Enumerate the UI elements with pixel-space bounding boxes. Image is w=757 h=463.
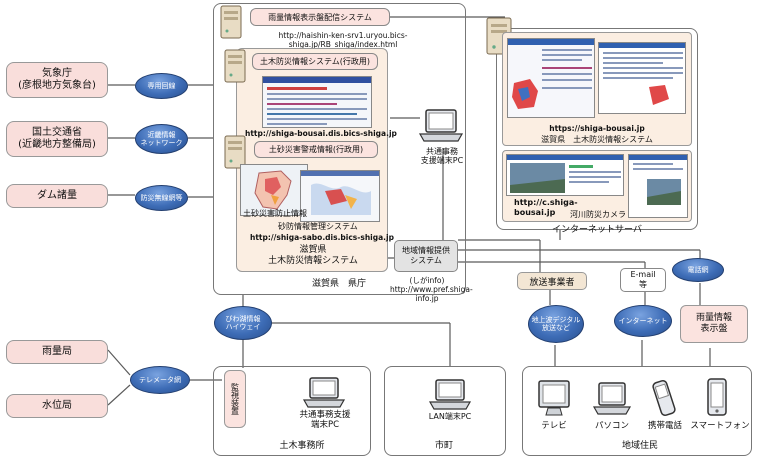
broadcaster-box: 放送事業者 — [517, 272, 587, 290]
laptop-icon — [592, 380, 632, 418]
disaster-radio-network: 防災無線網等 — [135, 185, 188, 211]
city-pc-label: LAN端末PC — [428, 412, 472, 421]
rain-info-display-panel: 雨量情報 表示盤 — [680, 305, 748, 343]
jma-source: 気象庁 (彦根地方気象台) — [6, 62, 108, 98]
smartphone-label: スマートフォン — [690, 421, 750, 431]
mlit-source: 国土交通省 (近畿地方整備局) — [6, 121, 108, 157]
dam-source: ダム諸量 — [6, 184, 108, 208]
dedicated-line-network: 専用回線 — [135, 73, 188, 99]
residents-label: 地域住民 — [621, 441, 658, 451]
laptop-icon — [302, 376, 346, 410]
portal-name: 滋賀県 土木防災情報システム — [541, 135, 653, 144]
portal-screenshot-list — [598, 42, 686, 114]
server-icon — [222, 48, 248, 84]
sabo-mgmt-label: 砂防情報管理システム — [278, 222, 358, 231]
residents-group — [522, 366, 752, 456]
smartphone-icon — [704, 376, 730, 420]
telemeter-network: テレメータ網 — [130, 366, 190, 394]
civil-office-label: 土木事務所 — [279, 441, 325, 451]
shared-pc-label: 共通事務 支援端末PC — [420, 147, 464, 165]
pref-office-label: 滋賀県 県庁 — [312, 279, 367, 289]
doboku-screenshot — [262, 76, 372, 128]
server-icon — [222, 134, 248, 170]
civil-pc-label: 共通事務支援 端末PC — [299, 410, 351, 430]
camera-screenshot-mobile — [628, 154, 688, 218]
email-box: E-mail 等 — [620, 268, 666, 292]
portal-screenshot-main — [507, 38, 595, 118]
laptop-icon — [428, 378, 472, 412]
sabo-map-screenshot — [240, 164, 308, 216]
mobile-label: 携帯電話 — [647, 421, 682, 431]
sabo-map-label: 土砂災害防止情報 — [243, 209, 307, 218]
sabo-mgmt-screenshot — [300, 170, 380, 222]
prefectural-office-group — [213, 3, 466, 295]
doboku-url: http://shiga-bousai.dis.bics-shiga.jp — [245, 129, 397, 138]
water-station: 水位局 — [6, 394, 108, 418]
pref-system-name: 滋賀県 土木防災情報システム — [268, 245, 358, 266]
rain-station: 雨量局 — [6, 340, 108, 364]
monitor-device: 監視装置 — [224, 370, 246, 428]
shiga-info-url: (しがinfo) http://www.pref.shiga- info.jp — [390, 276, 473, 303]
doboku-admin-system: 土木防災情報システム(行政用) — [252, 53, 378, 70]
city-group — [384, 366, 506, 456]
internet-server-title: インターネットサーバ — [552, 225, 642, 235]
portal-url: https://shiga-bousai.jp — [549, 124, 645, 133]
pc-label: パソコン — [594, 421, 629, 431]
laptop-icon — [418, 108, 464, 144]
camera-screenshot-main — [506, 154, 624, 196]
internet-server-group — [496, 28, 698, 230]
sabo-url: http://shiga-sabo.dis.bics-shiga.jp — [250, 233, 394, 242]
regional-info-system: 地域情報提供 システム — [394, 240, 458, 272]
mobile-phone-icon — [648, 378, 682, 420]
rain-info-system: 雨量情報表示盤配信システム — [250, 8, 390, 26]
c-bousai-url: http://c.shiga- bousai.jp — [514, 198, 578, 217]
terrestrial-network: 地上波デジタル 放送など — [528, 305, 584, 343]
rain-info-url: http://haishin-ken-srv1.uryou.bics- shig… — [278, 31, 408, 49]
tv-label: テレビ — [541, 421, 567, 431]
biwako-highway-network: びわ湖情報 ハイウェイ — [214, 306, 272, 340]
sabo-admin-system: 土砂災害警戒情報(行政用) — [254, 141, 378, 158]
city-label: 市町 — [434, 441, 453, 451]
kinki-network: 近畿情報 ネットワーク — [135, 124, 188, 154]
internet-network: インターネット — [614, 305, 672, 337]
phone-network: 電話網 — [672, 258, 724, 282]
tv-icon — [536, 378, 572, 420]
river-camera-label: 河川防災カメラ — [570, 210, 626, 219]
civil-office-group — [213, 366, 371, 456]
server-icon — [218, 4, 244, 40]
